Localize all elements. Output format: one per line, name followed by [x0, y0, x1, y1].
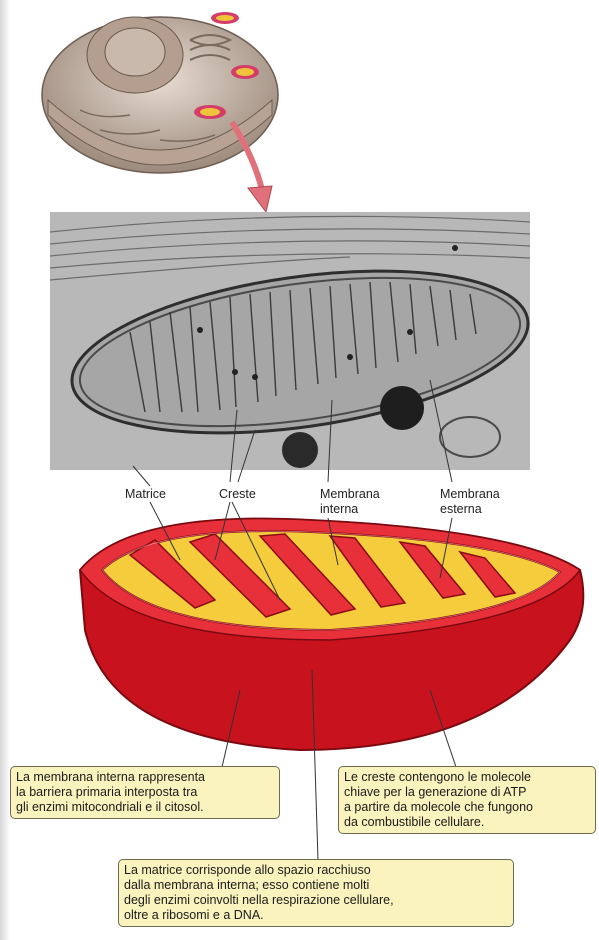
cell-cutaway-illustration — [40, 0, 280, 200]
callout-inner-membrane-line: la barriera primaria interposta tra — [16, 785, 274, 800]
callout-inner-membrane-line: gli enzimi mitocondriali e il citosol. — [16, 800, 274, 815]
label-membrana-interna: Membrana interna — [320, 487, 380, 517]
callout-cristae-line: da combustibile cellulare. — [344, 815, 590, 830]
page-edge-shadow — [0, 0, 10, 940]
callout-inner-membrane: La membrana interna rappresenta la barri… — [10, 766, 280, 819]
label-membrana-esterna: Membrana esterna — [440, 487, 500, 517]
callout-matrix-line: oltre a ribosomi e a DNA. — [124, 908, 508, 923]
callout-matrix-line: degli enzimi coinvolti nella respirazion… — [124, 893, 508, 908]
callout-inner-membrane-line: La membrana interna rappresenta — [16, 770, 274, 785]
label-creste: Creste — [219, 487, 256, 502]
label-matrice: Matrice — [125, 487, 166, 502]
callout-cristae-line: Le creste contengono le molecole — [344, 770, 590, 785]
callout-matrix: La matrice corrisponde allo spazio racch… — [118, 859, 514, 927]
callout-matrix-line: dalla membrana interna; esso contiene mo… — [124, 878, 508, 893]
callout-cristae-line: a partire da molecole che fungono — [344, 800, 590, 815]
callout-cristae: Le creste contengono le molecole chiave … — [338, 766, 596, 834]
mitochondrion-3d-diagram — [70, 500, 590, 760]
callout-matrix-line: La matrice corrisponde allo spazio racch… — [124, 863, 508, 878]
callout-cristae-line: chiave per la generazione di ATP — [344, 785, 590, 800]
electron-micrograph — [50, 212, 530, 470]
